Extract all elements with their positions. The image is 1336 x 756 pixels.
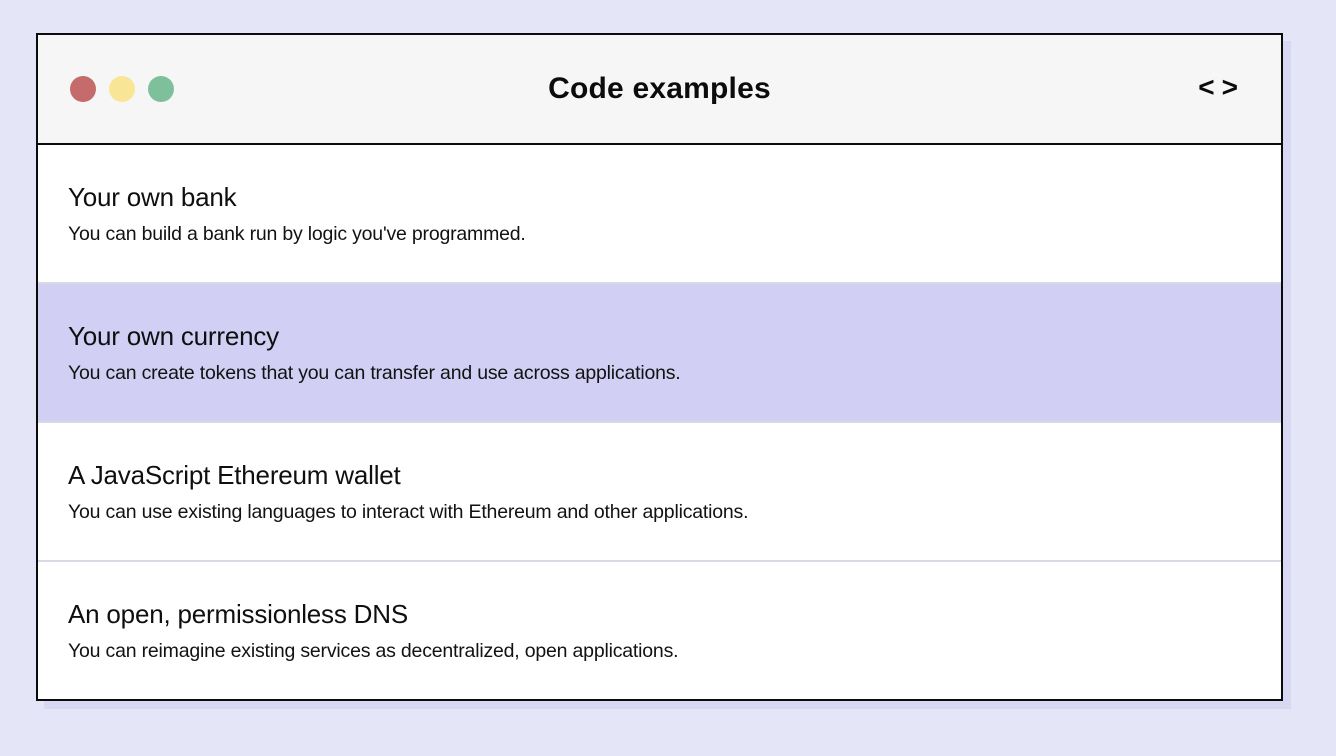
list-item-title: Your own bank [68, 181, 237, 212]
code-examples-list: Your own bank You can build a bank run b… [38, 145, 1281, 699]
list-item-your-own-currency[interactable]: Your own currency You can create tokens … [38, 284, 1281, 423]
list-item-description: You can build a bank run by logic you've… [68, 222, 526, 245]
list-item-javascript-ethereum-wallet[interactable]: A JavaScript Ethereum wallet You can use… [38, 423, 1281, 562]
traffic-light-dots [70, 76, 174, 102]
list-item-description: You can use existing languages to intera… [68, 500, 749, 523]
list-item-description: You can create tokens that you can trans… [68, 361, 681, 384]
list-item-title: An open, permissionless DNS [68, 598, 408, 629]
list-item-open-permissionless-dns[interactable]: An open, permissionless DNS You can reim… [38, 562, 1281, 699]
list-item-title: A JavaScript Ethereum wallet [68, 459, 401, 490]
code-examples-window: Code examples <> Your own bank You can b… [36, 33, 1283, 701]
yellow-dot-icon [109, 76, 135, 102]
window-titlebar: Code examples <> [38, 35, 1281, 145]
list-item-description: You can reimagine existing services as d… [68, 639, 679, 662]
window-title: Code examples [548, 72, 771, 105]
list-item-your-own-bank[interactable]: Your own bank You can build a bank run b… [38, 145, 1281, 284]
code-brackets-icon: <> [1198, 71, 1245, 103]
green-dot-icon [148, 76, 174, 102]
list-item-title: Your own currency [68, 320, 279, 351]
red-dot-icon [70, 76, 96, 102]
